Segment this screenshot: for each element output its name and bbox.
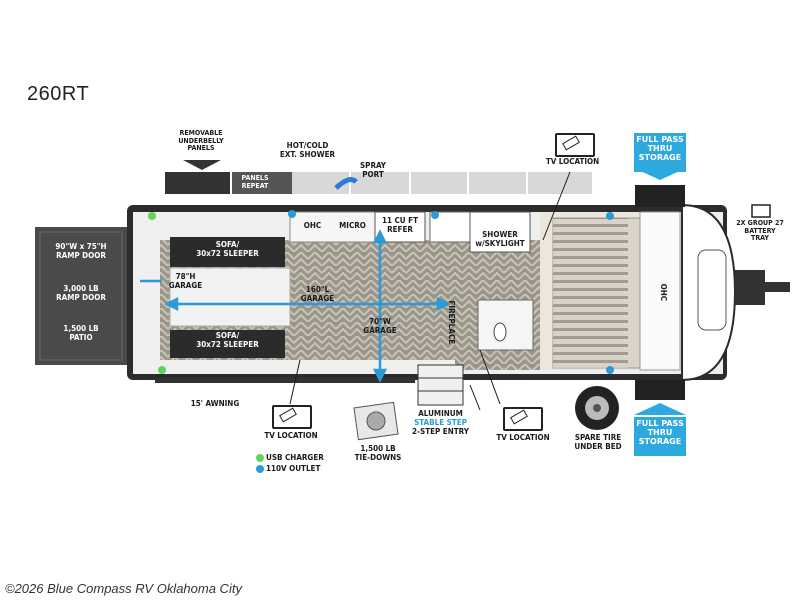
sofa-bed [169, 267, 291, 327]
awning-label: 15' AWNING [190, 399, 240, 408]
panels-repeat-label: PANELS REPEAT [241, 174, 269, 190]
tv-icon [503, 407, 543, 431]
tv-location-left-label: TV LOCATION [264, 431, 318, 440]
up-arrow-icon [634, 403, 686, 415]
tie-downs-label: 1,500 LB TIE-DOWNS [354, 444, 402, 462]
ohc-label: OHC [303, 221, 322, 230]
garage-height-label: 78"H GARAGE [168, 272, 203, 290]
ramp-door-weight-label: 3,000 LB RAMP DOOR [56, 284, 106, 302]
full-pass-storage-badge-bottom: FULL PASS THRU STORAGE [634, 417, 686, 456]
spare-tire-label: SPARE TIRE UNDER BED [574, 433, 622, 451]
ohc-bed-label: OHC [658, 283, 668, 302]
tv-location-right-label: TV LOCATION [496, 433, 550, 442]
hitch [735, 270, 765, 305]
removable-panels-label: REMOVABLE UNDERBELLY PANELS [178, 129, 224, 153]
tv-location-top-label: TV LOCATION [545, 157, 600, 166]
ramp-door-size-label: 90"W x 75"H RAMP DOOR [55, 242, 107, 260]
hot-cold-shower-label: HOT/COLD EXT. SHOWER [279, 141, 336, 159]
spray-port-label: SPRAY PORT [359, 161, 386, 179]
panels-arrow-icon [183, 160, 221, 170]
tv-icon [555, 133, 595, 157]
garage-width-label: 70"W GARAGE [363, 317, 397, 335]
tv-icon [272, 405, 312, 429]
sofa-top [170, 237, 285, 267]
micro-label: MICRO [339, 221, 366, 230]
battery-tray-label: 2X GROUP 27 BATTERY TRAY [736, 219, 784, 243]
awning-bar [155, 378, 415, 383]
outlet-legend-label: 110V OUTLET [266, 464, 321, 473]
stable-step-label: STABLE STEP [414, 418, 467, 427]
refer-label: 11 CU FT REFER [382, 216, 418, 234]
patio-label: 1,500 LB PATIO [63, 324, 99, 342]
model-name: 260RT [27, 83, 90, 105]
usb-charger-legend-label: USB CHARGER [266, 453, 324, 462]
sofa-bottom-label: SOFA/ 30x72 SLEEPER [196, 331, 259, 349]
garage-dimension-arrows [140, 229, 451, 383]
battery-icon [751, 204, 771, 218]
shower-label: SHOWER w/SKYLIGHT [475, 230, 525, 248]
ramp-door [35, 227, 127, 365]
copyright-text: ©2026 Blue Compass RV Oklahoma City [5, 581, 242, 596]
two-step-label: 2-STEP ENTRY [412, 427, 469, 436]
garage-length-label: 160"L GARAGE [300, 285, 335, 303]
sofa-bottom [170, 330, 285, 358]
fireplace-label: FIREPLACE [446, 300, 456, 345]
full-pass-storage-badge-top: FULL PASS THRU STORAGE [634, 133, 686, 172]
sofa-top-label: SOFA/ 30x72 SLEEPER [196, 240, 259, 258]
aluminum-label: ALUMINUM [418, 409, 463, 418]
